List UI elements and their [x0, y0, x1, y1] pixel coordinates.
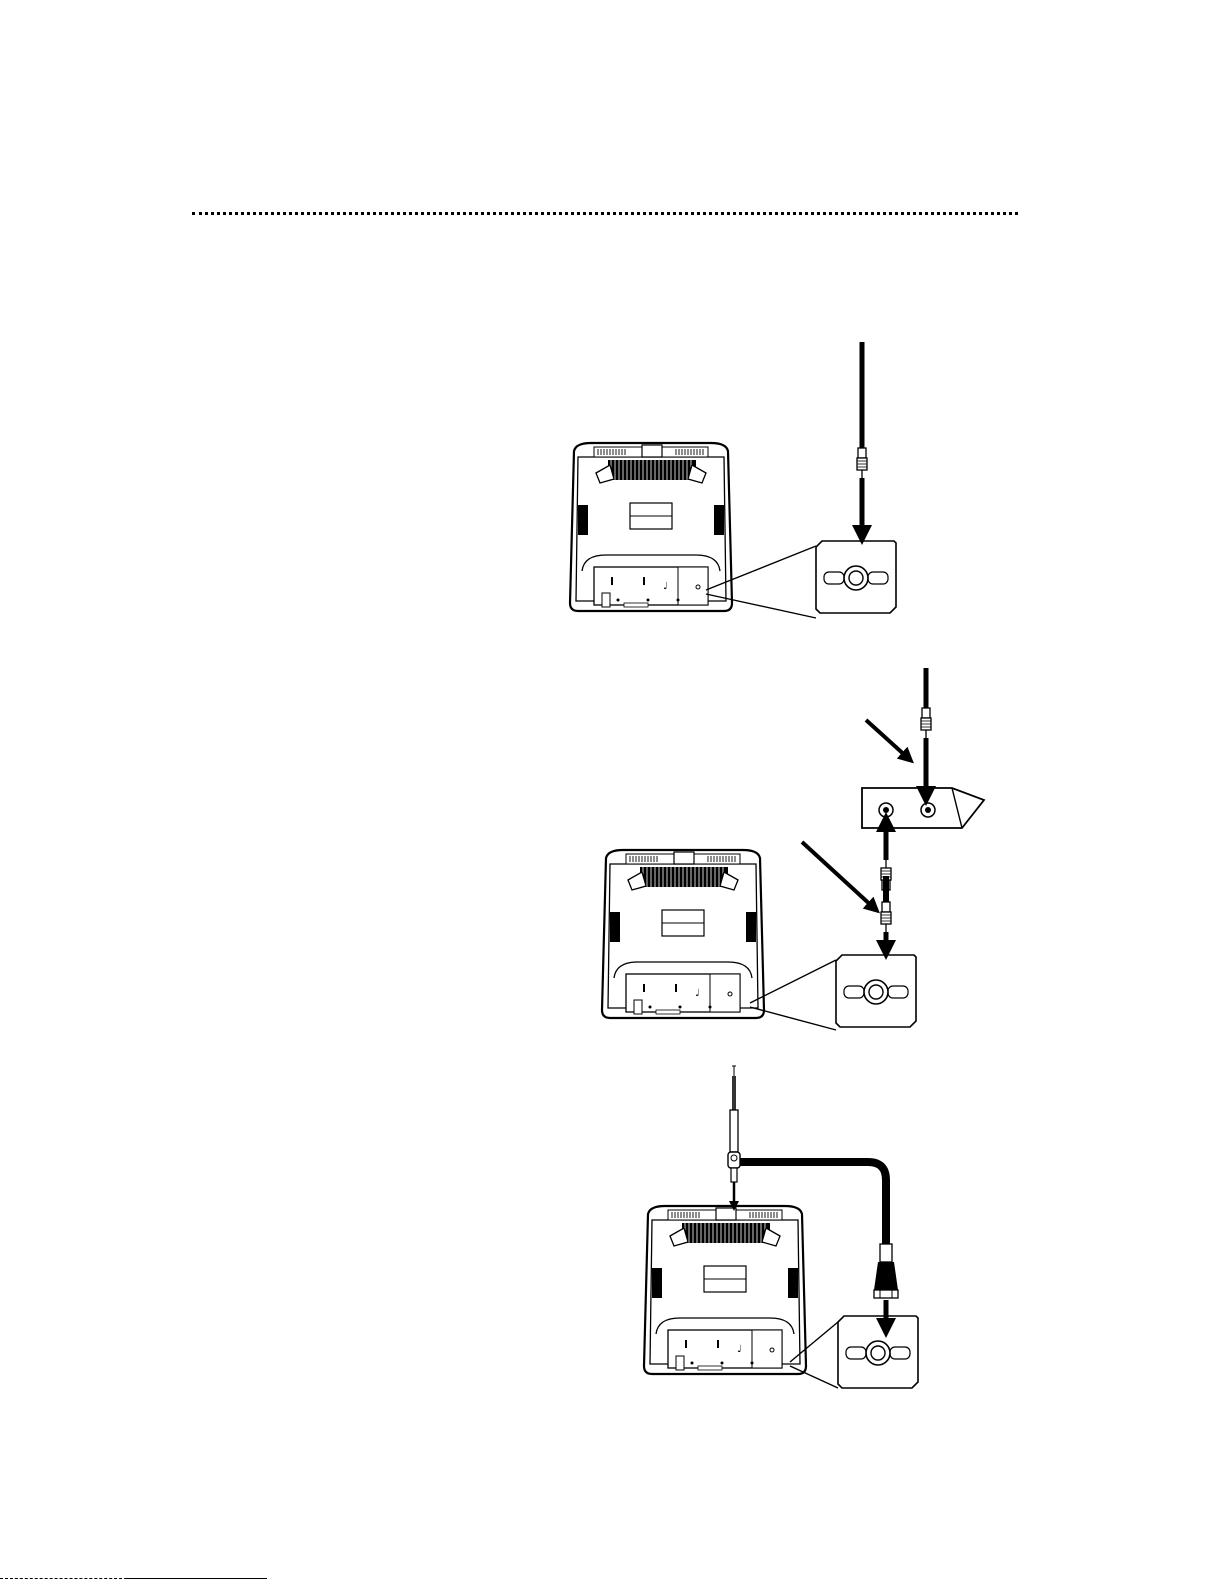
tv-rear-diagram-1: [570, 342, 896, 618]
cable-box: [862, 788, 984, 828]
tv-rear-diagram-2: [602, 668, 984, 1030]
tv-rear-diagram-3: [644, 1066, 918, 1388]
plug-adapter: [874, 1244, 898, 1298]
footer-rule-solid: [127, 1578, 267, 1579]
antenna-icon: [728, 1066, 740, 1206]
